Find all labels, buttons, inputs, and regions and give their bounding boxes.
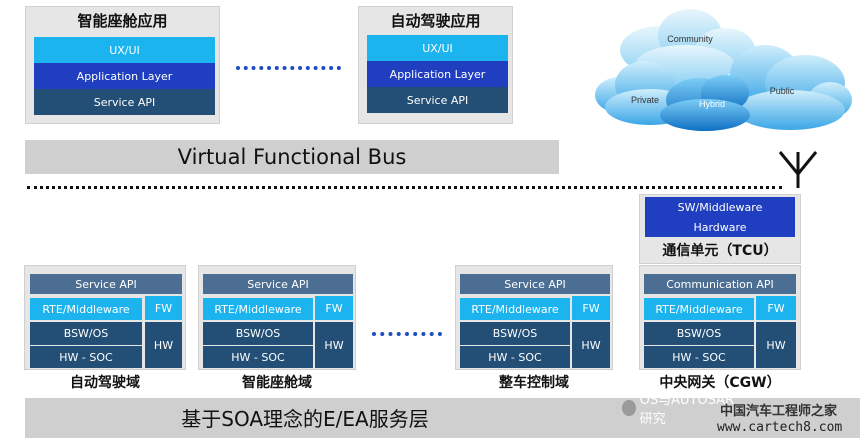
site-watermark: 中国汽车工程师之家 bbox=[720, 404, 838, 419]
cockpit-uxui-layer: UX/UI bbox=[34, 37, 215, 63]
bus-divider-dotted-line bbox=[27, 186, 782, 189]
adas-application-layer: Application Layer bbox=[367, 61, 508, 87]
cockpit-service-api-layer: Service API bbox=[34, 89, 215, 115]
gateway-hw: HW bbox=[756, 322, 796, 368]
cockpit-application-layer: Application Layer bbox=[34, 63, 215, 89]
gateway-label: 中央网关（CGW） bbox=[659, 375, 781, 391]
cloud-label-public: Public bbox=[770, 86, 795, 96]
tcu-sw-middleware: SW/Middleware bbox=[645, 197, 795, 217]
tcu-label: 通信单元（TCU） bbox=[662, 243, 778, 259]
site-url-watermark: www.cartech8.com bbox=[717, 420, 843, 435]
soa-service-layer-title: 基于SOA理念的E/EA服务层 bbox=[181, 407, 429, 431]
vehicle-domain-rte-middleware: RTE/Middleware bbox=[460, 298, 570, 320]
cockpit-app-title: 智能座舱应用 bbox=[77, 12, 168, 30]
cloud-label-community: Community bbox=[667, 34, 713, 44]
adas-domain-service-api: Service API bbox=[30, 274, 182, 294]
antenna-icon bbox=[778, 151, 818, 188]
wechat-account-name: OS与AUTOSAR研究 bbox=[639, 393, 735, 427]
soa-service-layer-bar bbox=[25, 398, 860, 438]
adas-domain-label: 自动驾驶域 bbox=[70, 375, 140, 391]
adas-domain-bsw-os: BSW/OS bbox=[30, 322, 142, 345]
adas-service-api-layer: Service API bbox=[367, 87, 508, 113]
cockpit-domain-rte-middleware: RTE/Middleware bbox=[203, 298, 313, 320]
vehicle-domain-hw-soc: HW - SOC bbox=[460, 346, 570, 368]
adas-domain-hw-soc: HW - SOC bbox=[30, 346, 142, 368]
vehicle-domain-service-api: Service API bbox=[460, 274, 610, 294]
wechat-watermark: OS与AUTOSAR研究 bbox=[622, 393, 742, 427]
adas-domain-hw: HW bbox=[145, 322, 182, 368]
gateway-bsw-os: BSW/OS bbox=[644, 322, 754, 345]
adas-app-title: 自动驾驶应用 bbox=[390, 12, 481, 30]
hybrid-cloud-icon bbox=[660, 75, 750, 131]
adas-uxui-layer: UX/UI bbox=[367, 35, 508, 61]
cockpit-domain-fw: FW bbox=[315, 296, 353, 320]
cockpit-domain-bsw-os: BSW/OS bbox=[203, 322, 313, 345]
adas-domain-fw: FW bbox=[145, 296, 182, 320]
tcu-hardware: Hardware bbox=[645, 217, 795, 237]
wechat-icon bbox=[622, 400, 636, 416]
top-apps-ellipsis bbox=[236, 66, 341, 70]
gateway-rte-middleware: RTE/Middleware bbox=[644, 298, 754, 320]
gateway-fw: FW bbox=[756, 296, 796, 320]
cockpit-domain-hw-soc: HW - SOC bbox=[203, 346, 313, 368]
cockpit-domain-label: 智能座舱域 bbox=[242, 375, 312, 391]
virtual-functional-bus: Virtual Functional Bus bbox=[25, 140, 559, 174]
cloud-label-private: Private bbox=[631, 95, 659, 105]
vehicle-domain-fw: FW bbox=[572, 296, 610, 320]
vehicle-domain-label: 整车控制域 bbox=[499, 375, 569, 391]
cloud-icon-group: Community Private Hybrid Public bbox=[595, 9, 852, 131]
gateway-hw-soc: HW - SOC bbox=[644, 346, 754, 368]
domains-ellipsis bbox=[372, 332, 442, 336]
vehicle-domain-bsw-os: BSW/OS bbox=[460, 322, 570, 345]
cockpit-domain-service-api: Service API bbox=[203, 274, 353, 294]
vehicle-domain-hw: HW bbox=[572, 322, 610, 368]
cloud-label-hybrid: Hybrid bbox=[699, 99, 725, 109]
cockpit-domain-hw: HW bbox=[315, 322, 353, 368]
adas-domain-rte-middleware: RTE/Middleware bbox=[30, 298, 142, 320]
gateway-communication-api: Communication API bbox=[644, 274, 796, 294]
